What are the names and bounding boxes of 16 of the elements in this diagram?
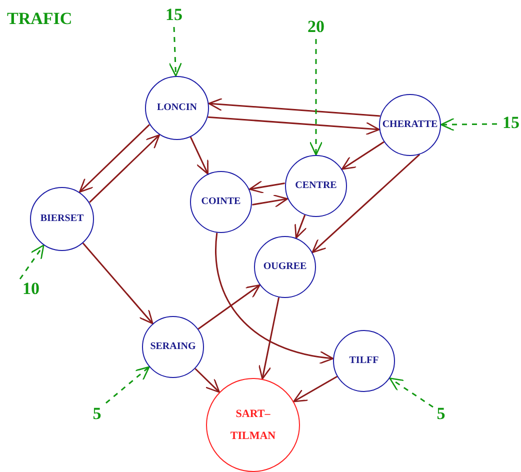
location-name: CENTRE — [294, 179, 338, 193]
location-name: OUGREE — [262, 260, 308, 274]
location-name: SART– TILMAN — [229, 407, 277, 444]
traffic-value: 5 — [428, 404, 454, 422]
traffic-value: 15 — [498, 113, 521, 131]
location-name: SERAING — [149, 340, 197, 354]
traffic-value: 5 — [84, 404, 110, 422]
diagram-title: TRAFIC — [7, 10, 72, 27]
location-name: COINTE — [200, 195, 242, 209]
traffic-value: 20 — [303, 17, 329, 35]
location-name: LONCIN — [156, 101, 198, 115]
traffic-value: 15 — [161, 5, 187, 23]
location-name: TILFF — [348, 354, 380, 368]
traffic-value: 10 — [18, 279, 44, 297]
location-name: BIERSET — [39, 212, 85, 226]
location-name: CHERATTE — [381, 118, 439, 132]
